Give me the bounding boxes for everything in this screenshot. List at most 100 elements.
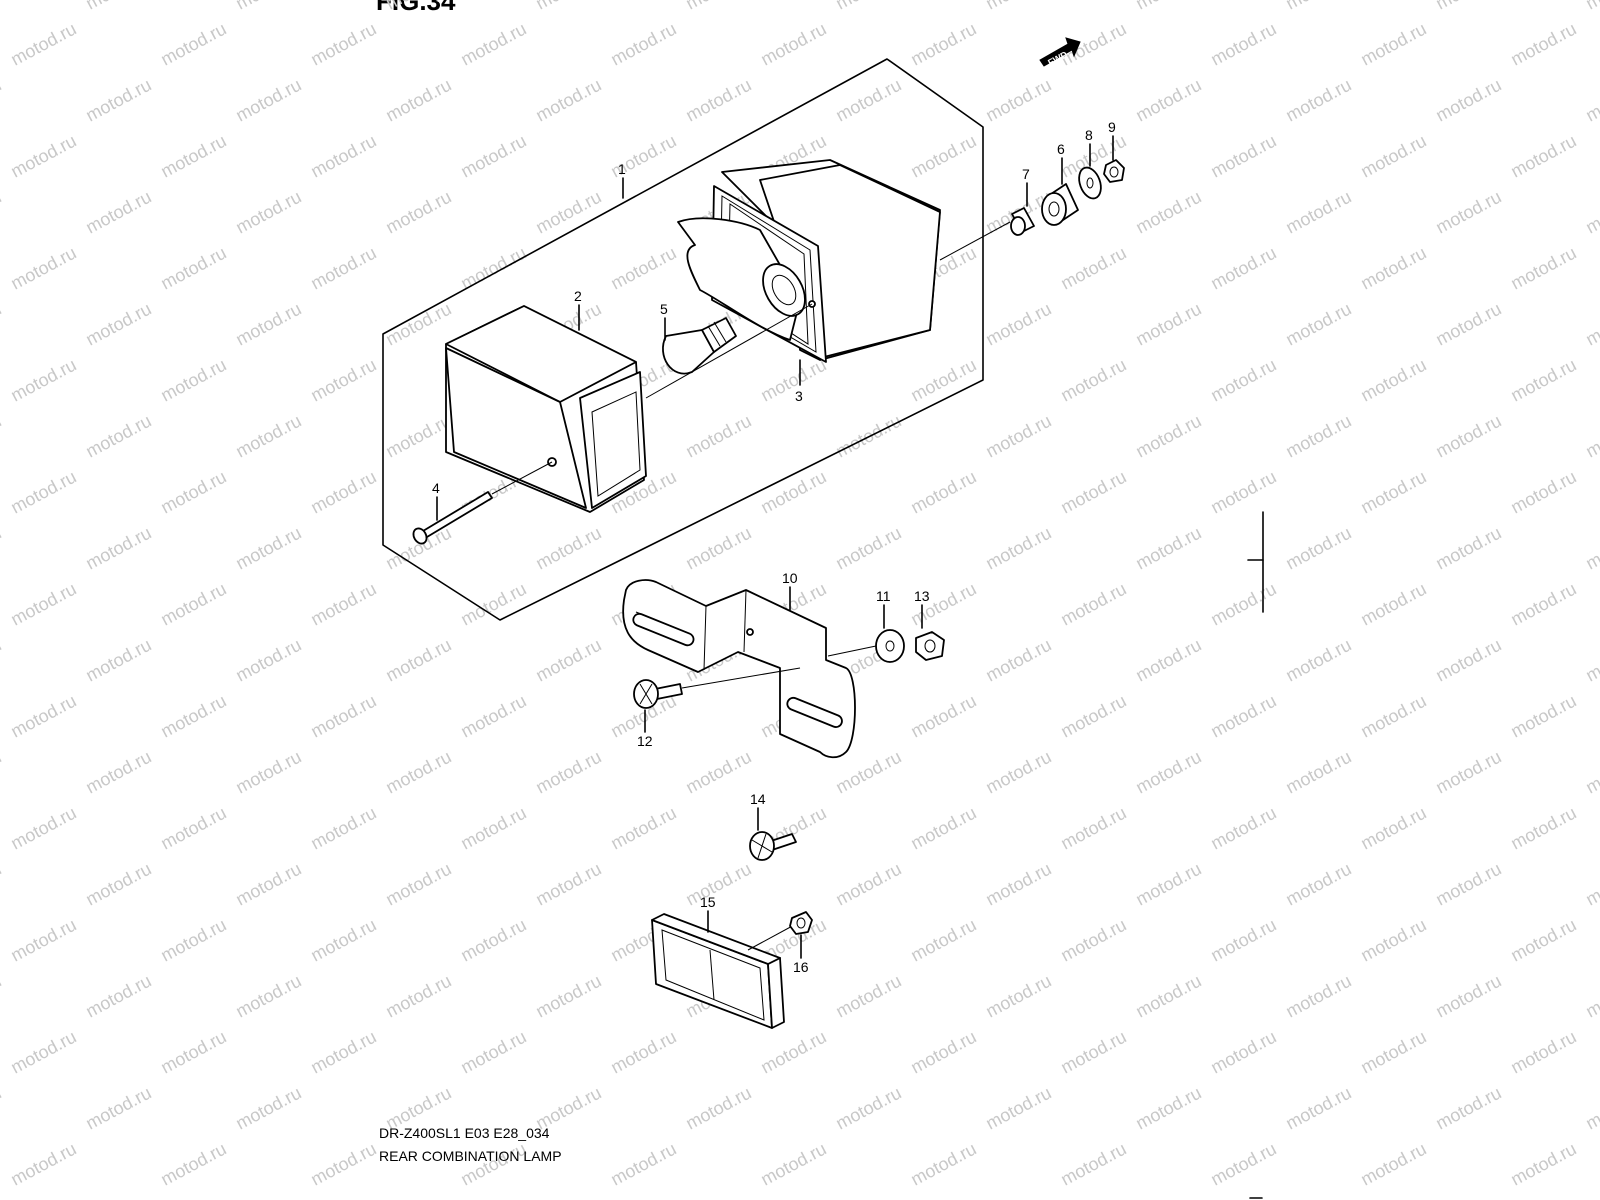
watermark-text: motod.ru <box>1207 467 1279 518</box>
watermark-text: motod.ru <box>832 1083 904 1134</box>
watermark-text: motod.ru <box>232 411 304 462</box>
watermark-text: motod.ru <box>232 523 304 574</box>
watermark-text: motod.ru <box>907 355 979 406</box>
watermark-text: motod.ru <box>7 691 79 742</box>
watermark-text: motod.ru <box>1432 75 1504 126</box>
watermark-text: motod.ru <box>7 915 79 966</box>
watermark-text: motod.ru <box>982 299 1054 350</box>
watermark-text: motod.ru <box>82 1083 154 1134</box>
watermark-text: motod.ru <box>907 1139 979 1190</box>
watermark-text: motod.ru <box>1507 243 1579 294</box>
watermark-text: motod.ru <box>982 523 1054 574</box>
callout-6: 6 <box>1057 141 1065 157</box>
watermark-text: motod.ru <box>157 915 229 966</box>
watermark-text: motod.ru <box>1057 1139 1129 1190</box>
watermark-text: motod.ru <box>832 971 904 1022</box>
watermark-text: motod.ru <box>532 859 604 910</box>
watermark-text: motod.ru <box>982 859 1054 910</box>
watermark-text: motod.ru <box>82 523 154 574</box>
watermark-text: motod.ru <box>1057 579 1129 630</box>
watermark-text: motod.ru <box>982 411 1054 462</box>
watermark-text: motod.ru <box>607 243 679 294</box>
callout-14: 14 <box>750 791 766 807</box>
watermark-text: motod.ru <box>157 355 229 406</box>
watermark-text: motod.ru <box>382 747 454 798</box>
watermark-text: motod.ru <box>1132 411 1204 462</box>
watermark-text: motod.ru <box>832 523 904 574</box>
watermark-text: motod.ru <box>82 299 154 350</box>
watermark-text: motod.ru <box>232 187 304 238</box>
watermark-text: motod.ru <box>457 131 529 182</box>
watermark-text: motod.ru <box>157 243 229 294</box>
watermark-text: motod.ru <box>1582 1083 1600 1134</box>
alignment-line-16 <box>747 923 797 951</box>
watermark-text: motod.ru <box>532 971 604 1022</box>
watermark-text: motod.ru <box>1582 75 1600 126</box>
screw-4 <box>412 491 493 545</box>
watermark-text: motod.ru <box>382 187 454 238</box>
callout-9: 9 <box>1108 119 1116 135</box>
watermark-text: motod.ru <box>307 19 379 70</box>
watermark-text: motod.ru <box>457 803 529 854</box>
watermark-text: motod.ru <box>382 971 454 1022</box>
watermark-text: motod.ru <box>7 131 79 182</box>
watermark-text: motod.ru <box>757 1027 829 1078</box>
watermark-text: motod.ru <box>1057 1027 1129 1078</box>
watermark-text: motod.ru <box>1507 467 1579 518</box>
watermark-text: motod.ru <box>7 1139 79 1190</box>
watermark-text: motod.ru <box>1132 187 1204 238</box>
watermark-text: motod.ru <box>1207 1139 1279 1190</box>
callout-2: 2 <box>574 288 582 304</box>
watermark-text: motod.ru <box>982 75 1054 126</box>
spacer-7 <box>1010 207 1035 236</box>
watermark-text: motod.ru <box>607 1027 679 1078</box>
assembly-box <box>382 58 984 621</box>
watermark-text: motod.ru <box>1282 747 1354 798</box>
watermark-text: motod.ru <box>457 1027 529 1078</box>
washer-11 <box>875 629 905 663</box>
watermark-text: motod.ru <box>157 691 229 742</box>
callout-4: 4 <box>432 480 440 496</box>
callout-7: 7 <box>1022 166 1030 182</box>
watermark-text: motod.ru <box>307 579 379 630</box>
watermark-text: motod.ru <box>1207 579 1279 630</box>
watermark-text: motod.ru <box>1507 691 1579 742</box>
watermark-text: motod.ru <box>1507 915 1579 966</box>
watermark-text: motod.ru <box>1507 1139 1579 1190</box>
watermark-text: motod.ru <box>1207 243 1279 294</box>
watermark-text: motod.ru <box>307 131 379 182</box>
watermark-text: motod.ru <box>1132 635 1204 686</box>
watermark-text: motod.ru <box>157 1139 229 1190</box>
watermark-text: motod.ru <box>1057 691 1129 742</box>
watermark-text: motod.ru <box>982 747 1054 798</box>
watermark-text: motod.ru <box>82 0 154 14</box>
watermark-text: motod.ru <box>907 131 979 182</box>
watermark-text: motod.ru <box>682 859 754 910</box>
watermark-text: motod.ru <box>1507 579 1579 630</box>
watermark-text: motod.ru <box>382 0 454 14</box>
watermark-text: motod.ru <box>0 411 5 462</box>
watermark-text: motod.ru <box>1582 747 1600 798</box>
watermark-text: motod.ru <box>1432 971 1504 1022</box>
watermark-text: motod.ru <box>907 803 979 854</box>
model-code: DR-Z400SL1 E03 E28_034 <box>379 1125 550 1141</box>
watermark-text: motod.ru <box>532 0 604 14</box>
watermark-text: motod.ru <box>1282 75 1354 126</box>
watermark-text: motod.ru <box>682 75 754 126</box>
watermark-text: motod.ru <box>0 75 5 126</box>
watermark-text: motod.ru <box>382 75 454 126</box>
watermark-text: motod.ru <box>232 75 304 126</box>
watermark-text: motod.ru <box>7 19 79 70</box>
watermark-text: motod.ru <box>1207 355 1279 406</box>
watermark-text: motod.ru <box>1057 355 1129 406</box>
watermark-text: motod.ru <box>1507 355 1579 406</box>
watermark-text: motod.ru <box>1207 915 1279 966</box>
watermark-text: motod.ru <box>1582 971 1600 1022</box>
forward-arrow-icon: FWD <box>1039 37 1081 68</box>
watermark-text: motod.ru <box>907 915 979 966</box>
bracket-10 <box>622 579 856 759</box>
watermark-text: motod.ru <box>0 1083 5 1134</box>
watermark-text: motod.ru <box>82 971 154 1022</box>
watermark-text: motod.ru <box>1207 131 1279 182</box>
watermark-text: motod.ru <box>82 187 154 238</box>
